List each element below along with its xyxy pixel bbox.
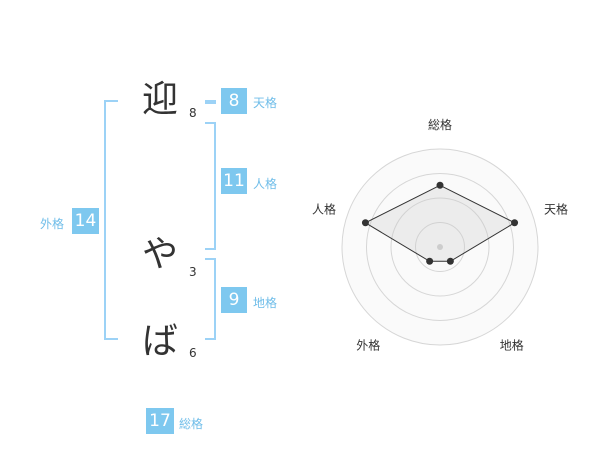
radar-point-5 (361, 219, 369, 227)
soukaku-value: 17 (146, 408, 174, 434)
chikaku-bracket (205, 258, 216, 340)
name-char-2: や (141, 234, 178, 275)
tenkaku-value: 8 (221, 88, 247, 114)
radar-axis-label-3: 地格 (500, 338, 524, 353)
radar-ring-1 (415, 222, 465, 272)
soukaku-label: 総格 (179, 417, 204, 431)
chikaku-label: 地格 (253, 296, 278, 310)
jinkaku-bracket (205, 122, 216, 250)
radar-points (361, 181, 519, 265)
stroke-count-3: 6 (189, 346, 197, 360)
radar-axis-label-1: 総格 (428, 117, 452, 132)
radar-point-2 (511, 219, 519, 227)
gaikaku-value: 14 (72, 208, 99, 234)
radar-point-3 (446, 257, 454, 265)
radar-center (437, 244, 443, 250)
radar-axis-label-4: 外格 (356, 338, 380, 353)
radar-ring-3 (366, 173, 514, 321)
radar-point-1 (436, 181, 444, 189)
radar-axis-label-5: 人格 (312, 201, 336, 216)
gaikaku-label: 外格 (40, 217, 65, 231)
radar-grid (341, 148, 539, 346)
stroke-count-1: 8 (189, 106, 197, 120)
tenkaku-bracket (205, 100, 216, 104)
tenkaku-label: 天格 (253, 96, 278, 110)
jinkaku-value: 11 (221, 168, 247, 194)
radar-point-4 (426, 257, 434, 265)
name-char-3: ば (141, 321, 178, 362)
radar-axis-label-2: 天格 (544, 201, 568, 216)
radar-ring-2 (390, 197, 490, 297)
stroke-count-2: 3 (189, 265, 197, 279)
gaikaku-bracket (104, 100, 118, 340)
chikaku-value: 9 (221, 287, 247, 313)
jinkaku-label: 人格 (253, 177, 278, 191)
name-char-1: 迎 (141, 79, 178, 120)
radar-series-polygon (364, 184, 516, 262)
radar-area (364, 184, 516, 262)
